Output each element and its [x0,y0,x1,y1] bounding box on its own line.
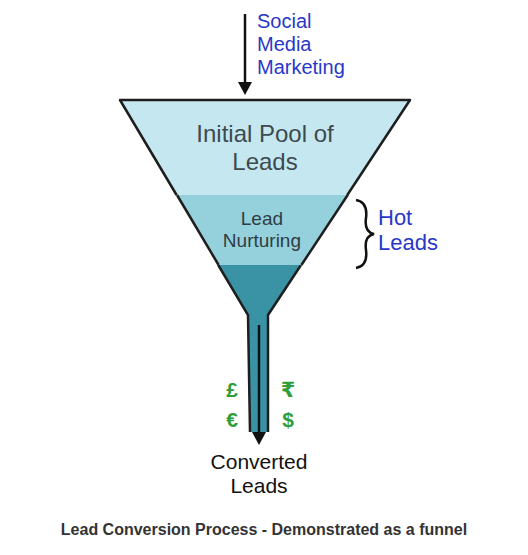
currency-symbol: $ [276,408,300,432]
currency-symbol: € [220,408,244,432]
band-text-block: Initial Pool of Leads [188,120,343,175]
funnel-outline [177,195,219,265]
band-label: Lead Nurturing [212,208,312,252]
band-label: Initial Pool of Leads [188,120,343,175]
band-text-block: Lead Nurturing [212,208,312,252]
input-label: Social Media Marketing [257,10,357,79]
funnel-outline [120,100,410,195]
band-text-holder: Initial Pool of Leads [120,100,410,195]
tube-arrow-line [258,325,261,434]
group-label: Hot Leads [378,205,450,256]
band-fill [177,195,348,265]
input-arrow-head [238,82,252,95]
bracket [356,200,374,268]
tube-arrow-head [252,432,266,445]
funnel-outline [301,195,347,265]
funnel-band: Lead Nurturing [177,195,348,265]
band-fill [120,100,410,195]
output-label: Converted Leads [199,450,319,498]
funnel-band: Initial Pool of Leads [120,100,410,195]
figure-caption: Lead Conversion Process - Demonstrated a… [0,521,528,539]
band-text-holder: Lead Nurturing [177,195,348,265]
currency-symbol: ₹ [276,378,300,402]
input-arrow-line [244,14,247,84]
currency-symbol: £ [220,378,244,402]
